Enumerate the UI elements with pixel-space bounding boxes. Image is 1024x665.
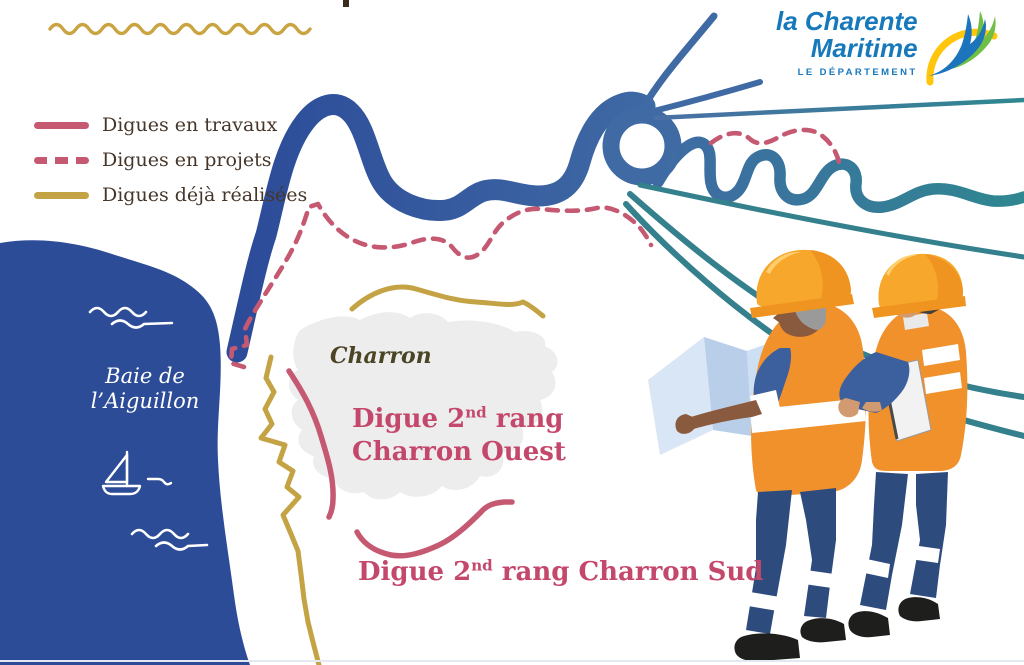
river-knot: [602, 106, 682, 186]
worker-right-shoe-right: [898, 597, 940, 622]
worker-left: [648, 249, 866, 662]
dike-west-prefix: Digue 2: [352, 404, 466, 434]
legend-swatch-projects-dashed-pink: [34, 156, 89, 164]
legend-label: Digues en projets: [102, 149, 272, 171]
worker-right-stripe-2: [924, 372, 962, 394]
logo-name-line2: Maritime: [810, 33, 918, 64]
bird-icon-blue: [927, 14, 986, 76]
worker-left-hand: [675, 414, 695, 434]
worker-right-stripe-1: [922, 344, 960, 366]
bay-shape: [0, 240, 250, 665]
dike-west-suffix: rang: [486, 404, 564, 434]
dike-west-ordinal: nd: [465, 403, 487, 422]
logo-name-line1: la Charente: [776, 6, 918, 36]
worker-right-hand-1: [838, 398, 860, 418]
legend-swatch-works-solid-pink: [34, 121, 89, 129]
worker-right-band-left: [860, 558, 890, 578]
wave-icon-bottom: [130, 528, 209, 551]
worker-right-leg-right: [910, 472, 948, 598]
dike-south-ordinal: nd: [471, 556, 493, 575]
logo-text: la Charente Maritime LE DÉPARTEMENT: [776, 6, 918, 78]
bay-label: Baie de l’Aiguillon: [58, 364, 232, 414]
worker-right-hand-2: [862, 402, 882, 412]
legend-item-done: Digues déjà réalisées: [34, 184, 307, 206]
bottom-border: [0, 660, 1024, 662]
gold-dike-upper: [349, 284, 546, 319]
gold-dike-coastal: [258, 354, 322, 665]
dike-west-line2: Charron Ouest: [352, 436, 566, 467]
worker-right-band-right: [910, 545, 940, 563]
projects-dashed-path-east: [708, 127, 843, 170]
worker-left-helmet-icon: [750, 249, 854, 318]
works-dike-west: [286, 368, 336, 520]
cropped-title-fragment: [343, 0, 349, 7]
worker-right-leg-left: [860, 472, 908, 610]
worker-left-forearm: [684, 400, 762, 432]
legend-swatch-done-solid-gold: [34, 191, 89, 199]
canal-line-1: [637, 182, 1024, 260]
worker-left-band-left: [748, 592, 786, 612]
town-label: Charron: [330, 343, 432, 369]
legend-label: Digues déjà réalisées: [102, 184, 308, 206]
worker-left-vest-band: [750, 398, 866, 433]
river-meander-path: [652, 136, 1024, 213]
department-logo: la Charente Maritime LE DÉPARTEMENT: [776, 6, 1000, 88]
gold-wave-decor: [48, 22, 312, 36]
legend-item-projects: Digues en projets: [34, 149, 307, 171]
dike-south-label: Digue 2nd rang Charron Sud: [358, 556, 763, 589]
worker-right-arm-sleeve: [839, 352, 910, 413]
worker-left-nose: [773, 312, 780, 323]
canal-line-long: [652, 97, 1024, 121]
works-dike-south: [354, 499, 515, 559]
logo-tagline: LE DÉPARTEMENT: [797, 66, 918, 78]
dike-south-suffix: rang Charron Sud: [492, 557, 764, 587]
river-branch-northeast: [647, 79, 763, 115]
dike-west-label: Digue 2nd rang Charron Ouest: [352, 403, 566, 469]
logo-birds-emblem: [925, 11, 998, 86]
sailboat-icon: [101, 450, 173, 496]
worker-left-band-right: [804, 570, 834, 588]
legend-label: Digues en travaux: [102, 114, 278, 136]
river-branch-north: [638, 12, 718, 114]
legend: Digues en travaux Digues en projets Digu…: [34, 114, 307, 206]
dike-west-line1: Digue 2nd rang: [352, 403, 566, 436]
worker-right-helmet-icon: [872, 253, 966, 318]
worker-left-shoe-right: [800, 618, 846, 643]
dike-south-prefix: Digue 2: [358, 557, 472, 587]
worker-left-leg-right: [800, 488, 836, 618]
wave-icon-top: [88, 306, 174, 329]
river-main-path: [226, 91, 656, 363]
worker-right: [838, 253, 968, 638]
projects-dashed-path: [228, 201, 654, 370]
bay-label-line2: l’Aiguillon: [90, 389, 200, 414]
worker-right-shoe-left: [848, 611, 890, 638]
bird-icon-green: [945, 11, 996, 70]
worker-left-shoe-left: [734, 633, 800, 662]
town-area-shape: [289, 312, 558, 500]
bay-label-line1: Baie de: [105, 364, 185, 388]
legend-item-works: Digues en travaux: [34, 114, 307, 136]
